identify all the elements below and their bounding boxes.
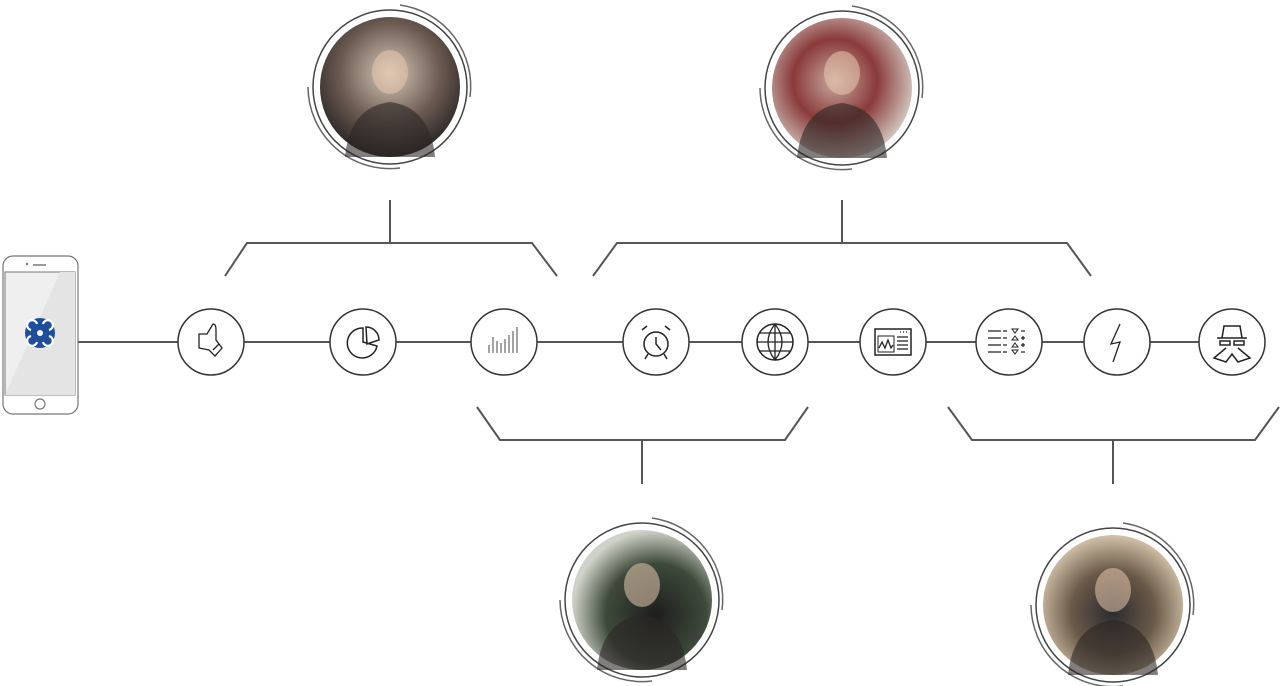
rank-arrow [1011, 328, 1019, 334]
window-details [878, 331, 908, 350]
photo-group [307, 4, 1195, 686]
rank-sign [1021, 343, 1025, 347]
photo-stressed-woman [307, 4, 472, 170]
ranking-list-icon [988, 328, 1025, 355]
person-face [824, 51, 860, 95]
home-button [34, 398, 46, 410]
photo-ring [764, 10, 920, 166]
node-circle [177, 308, 245, 376]
spy-icon [1212, 325, 1252, 363]
person-body [797, 103, 887, 158]
person-face [624, 563, 660, 607]
photo-man-with-tablet [1030, 522, 1195, 686]
outer-arc [307, 86, 401, 170]
globe-grid [757, 323, 793, 361]
person-face [1095, 568, 1131, 612]
rank-arrow [1011, 349, 1019, 355]
outer-arc [399, 4, 472, 98]
outer-arc [1030, 604, 1123, 686]
person-body [597, 615, 687, 670]
node-6 [859, 308, 927, 376]
photo-trader-at-screens [559, 517, 724, 683]
outer-arc [559, 599, 653, 683]
logo-swirl [26, 319, 54, 347]
node-circle [975, 308, 1043, 376]
pie-slice [365, 326, 380, 346]
bracket-bottom-left [476, 406, 809, 484]
outer-arc [651, 517, 724, 611]
node-3 [470, 308, 538, 376]
photo-ring [1035, 527, 1191, 683]
node-1 [177, 308, 245, 376]
pie-main [346, 327, 378, 359]
photo-ring [312, 9, 468, 165]
bracket-top-left [224, 200, 558, 277]
person-body [1068, 620, 1158, 675]
thumbs-up-icon [198, 323, 223, 357]
camera [25, 262, 29, 266]
chart-box [877, 335, 895, 353]
pie-chart-icon [346, 326, 380, 359]
bracket-top-right [592, 200, 1092, 277]
node-circle [1083, 308, 1151, 376]
rank-sign [1021, 336, 1025, 340]
rank-arrow [1011, 342, 1019, 348]
bracket-bottom-right [947, 406, 1280, 484]
window-frame [874, 328, 912, 356]
outer-arc [851, 5, 924, 99]
brand-logo-icon [25, 318, 55, 348]
bar-chart-icon [488, 327, 518, 353]
node-9 [1198, 308, 1266, 376]
alarm-clock-icon [641, 325, 671, 360]
node-circle [859, 308, 927, 376]
outer-arc [1122, 522, 1195, 616]
node-8 [1083, 308, 1151, 376]
node-row [177, 308, 1266, 376]
person-face [372, 50, 408, 94]
globe-icon [756, 323, 794, 361]
node-5 [741, 308, 809, 376]
outer-arc [759, 87, 853, 171]
clock-face [643, 331, 669, 357]
node-circle [1198, 308, 1266, 376]
bolt [1109, 323, 1121, 363]
node-circle [470, 308, 538, 376]
phone-mockup [2, 255, 79, 415]
node-7 [975, 308, 1043, 376]
logo-center [37, 330, 43, 336]
spy-figure [1212, 325, 1252, 363]
photo-ring [564, 522, 720, 678]
clock-hands [641, 325, 671, 360]
node-4 [622, 308, 690, 376]
rank-arrow [1011, 335, 1019, 341]
person-body [345, 102, 435, 157]
dashboard-window-icon [874, 328, 912, 356]
lightning-icon [1109, 323, 1121, 363]
photo-woman-at-monitor [759, 5, 924, 171]
thumb-shape [198, 323, 223, 357]
node-2 [329, 308, 397, 376]
